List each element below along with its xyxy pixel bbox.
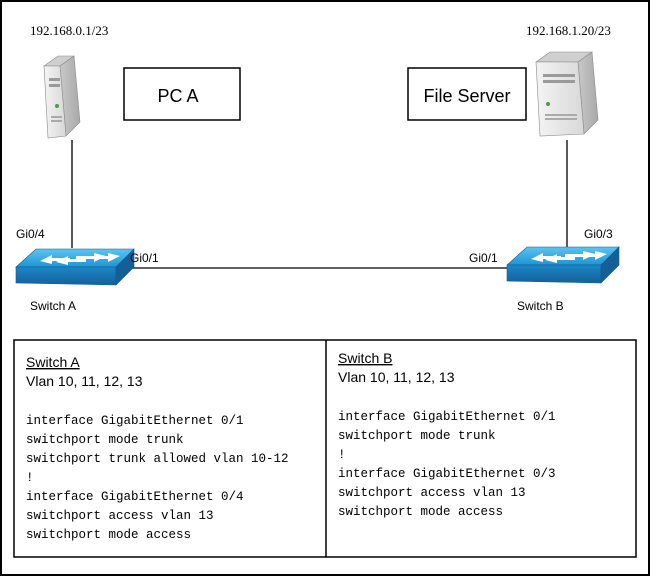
switch-a-port-gi0-1: Gi0/1	[130, 251, 159, 265]
config-a-lines: interface GigabitEthernet 0/1 switchport…	[26, 414, 289, 542]
config-b-line: interface GigabitEthernet 0/1	[338, 410, 556, 424]
switch-b-port-gi0-1: Gi0/1	[469, 251, 498, 265]
config-a-line: switchport mode access	[26, 528, 191, 542]
pc-tower-icon	[43, 55, 81, 139]
config-b-line: switchport mode trunk	[338, 429, 496, 443]
config-b-line: interface GigabitEthernet 0/3	[338, 467, 556, 481]
server-ip-address: 192.168.1.20/23	[526, 23, 611, 38]
pc-label-box	[123, 67, 241, 121]
pc-label: PC A	[157, 86, 198, 106]
config-b-vlans: Vlan 10, 11, 12, 13	[338, 369, 455, 385]
config-a-line: switchport trunk allowed vlan 10-12	[26, 452, 289, 466]
config-a-line: switchport mode trunk	[26, 433, 184, 447]
config-table	[13, 339, 637, 558]
config-a-line: switchport access vlan 13	[26, 509, 214, 523]
config-a-vlans: Vlan 10, 11, 12, 13	[26, 373, 143, 389]
pc-ip-address: 192.168.0.1/23	[30, 23, 108, 38]
config-a-line: interface GigabitEthernet 0/1	[26, 414, 244, 428]
server-label-box	[407, 67, 527, 121]
switch-a-port-gi0-4: Gi0/4	[16, 227, 45, 241]
config-a-line: !	[26, 471, 34, 485]
switch-a-label: Switch A	[30, 299, 76, 313]
switch-b-port-gi0-3: Gi0/3	[584, 227, 613, 241]
switch-b-icon	[506, 246, 620, 284]
config-a-line: interface GigabitEthernet 0/4	[26, 490, 244, 504]
switch-a-icon	[15, 248, 135, 286]
config-b-lines: interface GigabitEthernet 0/1 switchport…	[338, 410, 556, 519]
config-a-title: Switch A	[26, 354, 80, 370]
switch-b-label: Switch B	[517, 299, 564, 313]
file-server-tower-icon	[535, 51, 599, 137]
config-b-line: switchport access vlan 13	[338, 486, 526, 500]
server-label: File Server	[423, 86, 510, 106]
config-b-title: Switch B	[338, 350, 392, 366]
config-b-line: switchport mode access	[338, 505, 503, 519]
config-b-line: !	[338, 448, 346, 462]
